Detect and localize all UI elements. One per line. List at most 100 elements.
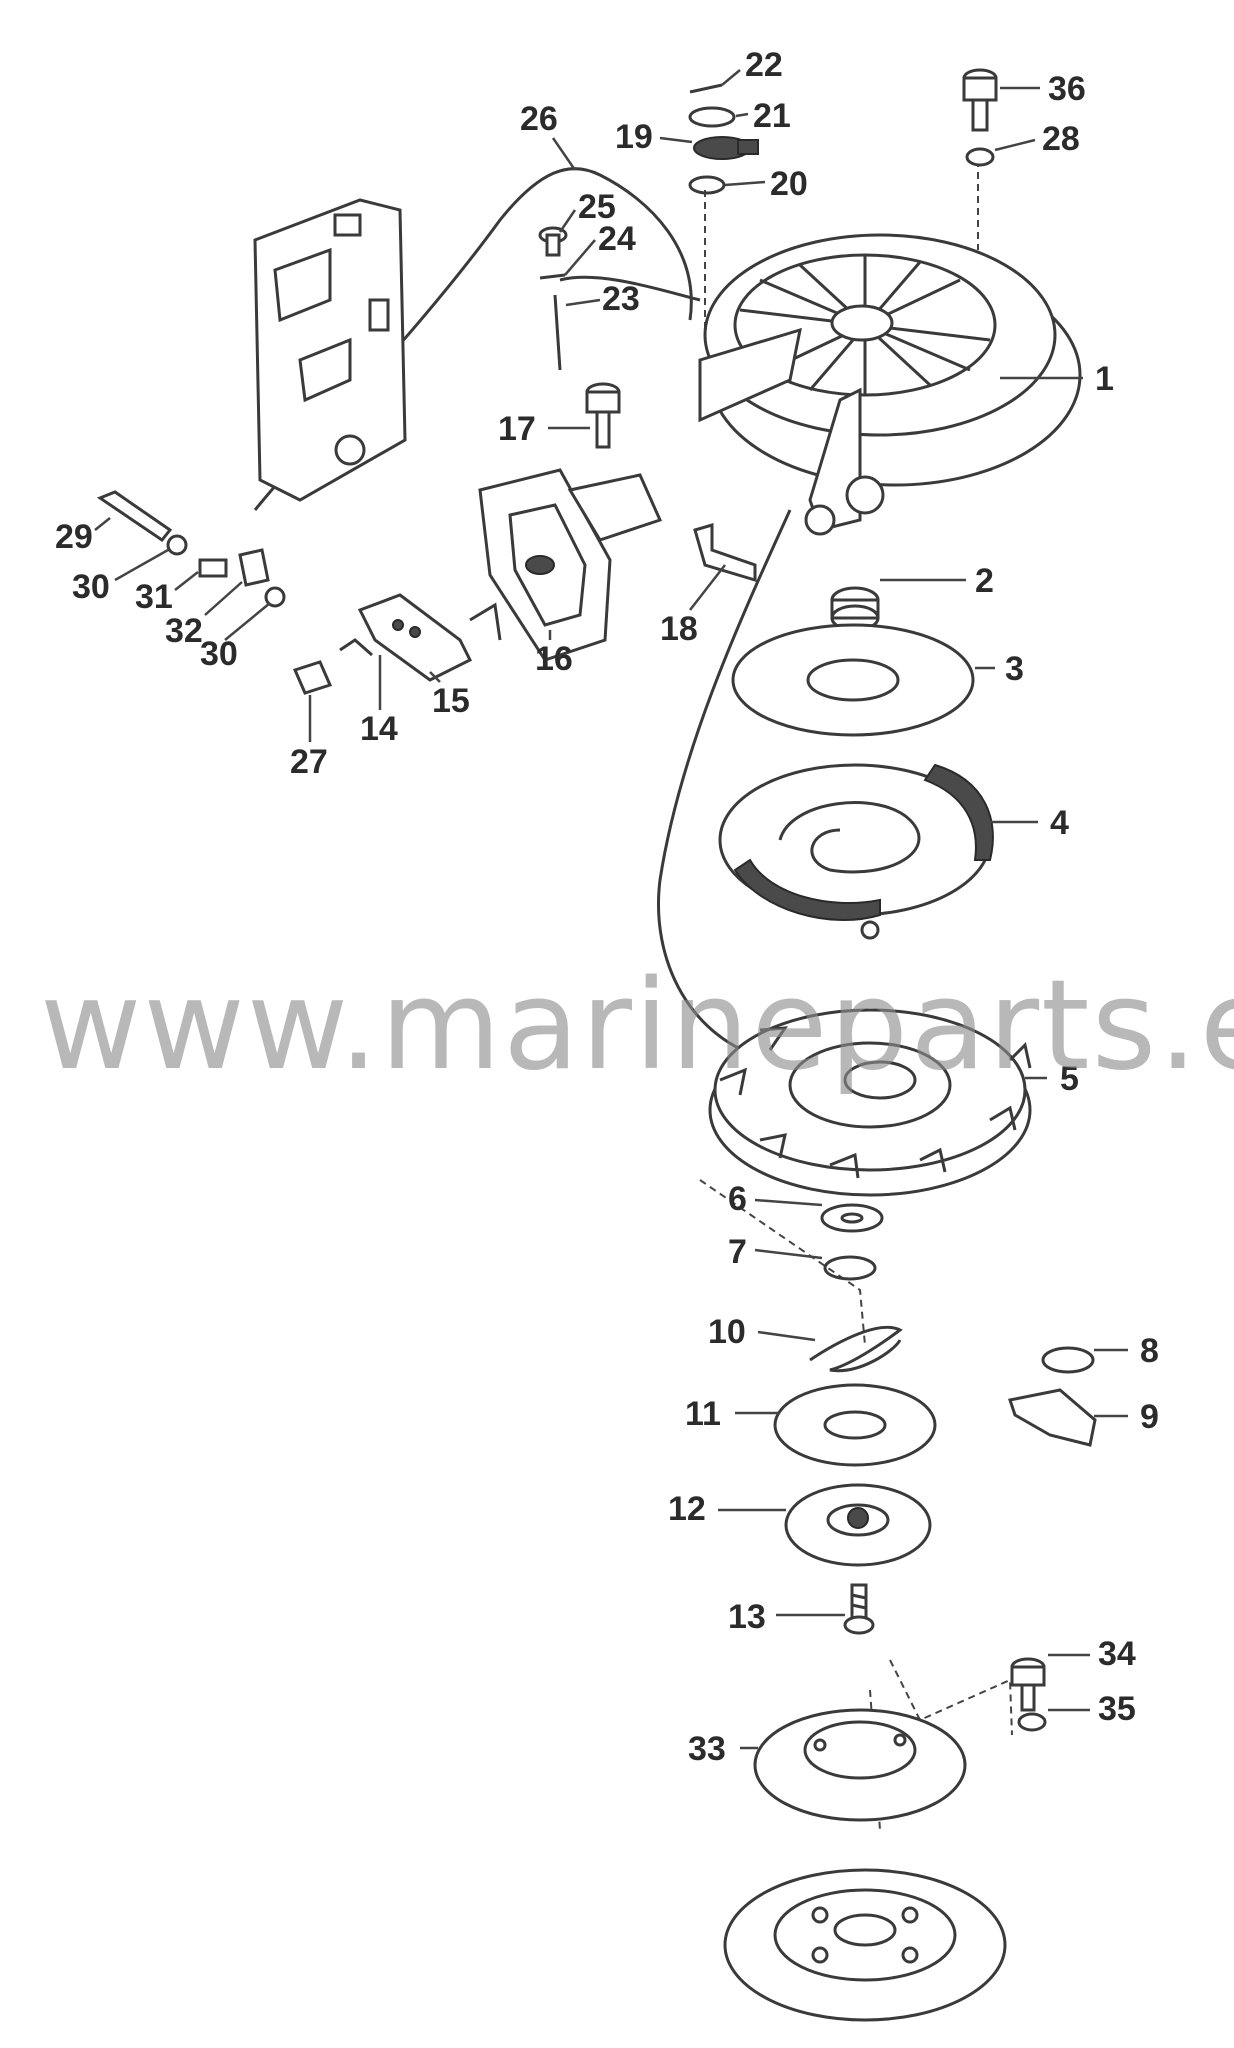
- pawl-spring-ring: [1041, 1346, 1095, 1374]
- leader-line-18: [689, 564, 726, 611]
- bushing: [830, 586, 880, 632]
- bracket-18: [693, 522, 757, 583]
- starter-rope-lower: [657, 509, 792, 1062]
- leader-line-19: [659, 136, 693, 144]
- callout-20: 20: [770, 165, 808, 203]
- starter-handle: [357, 593, 502, 682]
- callout-33: 33: [688, 1730, 726, 1768]
- screw-25: [538, 226, 568, 257]
- callout-27: 27: [290, 743, 328, 781]
- bolt-29: [96, 490, 173, 543]
- leader-line-10: [757, 1330, 816, 1342]
- mounting-bracket: [253, 198, 407, 502]
- handle-insert: [339, 638, 373, 657]
- cap-27: [292, 660, 333, 695]
- callout-30: 30: [72, 568, 110, 606]
- callout-3: 3: [1005, 650, 1024, 688]
- spacer-31: [198, 558, 228, 578]
- washer-35: [1017, 1712, 1047, 1732]
- pin-22: [689, 83, 723, 94]
- callout-31: 31: [135, 578, 173, 616]
- callout-15: 15: [432, 682, 470, 720]
- assembly-center-lines: [699, 160, 1013, 1831]
- leader-line-30: [114, 548, 169, 582]
- callout-35: 35: [1098, 1690, 1136, 1728]
- retaining-ring: [823, 1255, 877, 1281]
- callout-6: 6: [728, 1180, 747, 1218]
- washer-30b: [264, 586, 286, 608]
- callout-36: 36: [1048, 70, 1086, 108]
- starter-cup: [753, 1708, 967, 1822]
- leader-line-30b: [224, 602, 271, 641]
- washer-large: [731, 623, 975, 737]
- callout-34: 34: [1098, 1635, 1136, 1673]
- leader-line-26: [551, 137, 577, 171]
- leader-line-23: [565, 298, 601, 307]
- callout-8: 8: [1140, 1332, 1159, 1370]
- leader-line-15: [429, 671, 441, 683]
- callout-32: 32: [165, 612, 203, 650]
- friction-plate: [773, 1383, 937, 1467]
- leader-line-24: [564, 239, 596, 276]
- callout-labels: 1234567891011121314151617181920212223242…: [55, 46, 1159, 1768]
- callout-4: 4: [1050, 804, 1069, 842]
- callout-11: 11: [685, 1395, 721, 1433]
- callout-9: 9: [1140, 1398, 1159, 1436]
- ring-20: [688, 175, 726, 195]
- recoil-housing: [698, 233, 1082, 536]
- leader-line-6: [754, 1198, 823, 1207]
- roller-19: [693, 136, 759, 160]
- watermark-text: www.marineparts.eu: [40, 954, 1234, 1098]
- leader-line-29: [94, 517, 111, 531]
- pin-24: [539, 273, 566, 280]
- leader-line-20: [724, 180, 766, 187]
- bolt-34: [1010, 1657, 1046, 1712]
- spring-clip: [809, 1325, 903, 1373]
- leader-line-25: [558, 209, 577, 233]
- callout-2: 2: [975, 562, 994, 600]
- flywheel: [723, 1868, 1007, 2022]
- callout-5: 5: [1060, 1060, 1079, 1098]
- callout-17: 17: [498, 410, 536, 448]
- callout-30b: 30: [200, 635, 238, 673]
- callout-22: 22: [745, 46, 783, 84]
- leader-line-28: [994, 138, 1036, 152]
- bolt-17: [585, 382, 621, 449]
- callout-12: 12: [668, 1490, 706, 1528]
- washer-28: [965, 147, 995, 167]
- callout-19: 19: [615, 118, 653, 156]
- leader-line-22: [721, 69, 741, 86]
- pawl: [1008, 1388, 1097, 1447]
- callout-29: 29: [55, 518, 93, 556]
- callout-16: 16: [535, 640, 573, 678]
- leader-line-31: [174, 571, 199, 591]
- callout-26: 26: [520, 100, 558, 138]
- clamp-32: [238, 548, 270, 587]
- callout-14: 14: [360, 710, 398, 748]
- leader-line-32: [204, 581, 243, 616]
- callout-13: 13: [728, 1598, 766, 1636]
- rewind-spring: [718, 763, 994, 940]
- leader-line-21: [735, 112, 749, 118]
- washer-21: [688, 106, 736, 128]
- washer-30a: [166, 534, 188, 556]
- bolt-36: [962, 68, 998, 132]
- callout-21: 21: [753, 97, 791, 135]
- callout-28: 28: [1042, 120, 1080, 158]
- callout-23: 23: [602, 280, 640, 318]
- center-bolt: [843, 1583, 875, 1635]
- leader-line-7: [754, 1248, 823, 1260]
- callout-7: 7: [728, 1233, 747, 1271]
- rope-pulley: [708, 1008, 1032, 1197]
- callout-24: 24: [598, 220, 636, 258]
- rope-guide: [478, 468, 663, 662]
- washer-small: [820, 1203, 884, 1233]
- callout-25: 25: [578, 188, 616, 226]
- leader-lines: [94, 69, 1128, 1750]
- cam-plate: [784, 1483, 932, 1567]
- callout-18: 18: [660, 610, 698, 648]
- link-23: [553, 275, 701, 371]
- callout-1: 1: [1095, 360, 1114, 398]
